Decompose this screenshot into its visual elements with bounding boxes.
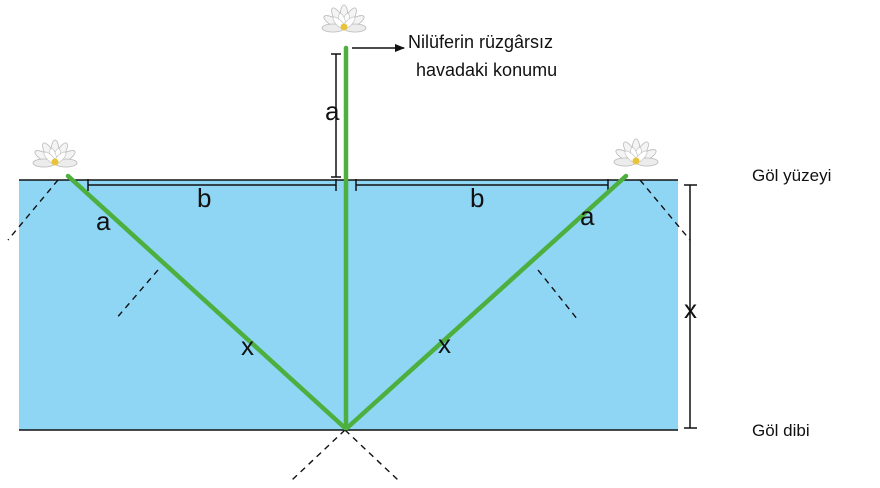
label-depth: x bbox=[684, 294, 697, 324]
label-windless-note-line1: Nilüferin rüzgârsız bbox=[408, 32, 553, 52]
label-lake-surface: Göl yüzeyi bbox=[752, 166, 831, 185]
half-width-bracket-left bbox=[87, 179, 337, 191]
lily-stems bbox=[65, 45, 629, 431]
label-tilted-left-a: a bbox=[96, 206, 111, 236]
lake-water bbox=[19, 180, 678, 430]
dashed-construction-lines bbox=[7, 179, 691, 481]
water-lily-icon bbox=[32, 139, 78, 168]
depth-bracket bbox=[684, 184, 697, 429]
half-width-bracket-right bbox=[355, 179, 609, 191]
label-tilted-left-x: x bbox=[241, 331, 254, 361]
water-lily-icon bbox=[613, 138, 659, 167]
label-windless-note-line2: havadaki konumu bbox=[416, 60, 557, 80]
stem-above-water-bracket bbox=[331, 53, 341, 178]
label-half-width-right: b bbox=[470, 183, 484, 213]
label-lake-bottom: Göl dibi bbox=[752, 421, 810, 440]
label-tilted-right-x: x bbox=[438, 329, 451, 359]
label-half-width-left: b bbox=[197, 183, 211, 213]
water-lily-icon bbox=[321, 4, 367, 33]
label-stem-above-water: a bbox=[325, 96, 340, 126]
label-tilted-right-a: a bbox=[580, 201, 595, 231]
